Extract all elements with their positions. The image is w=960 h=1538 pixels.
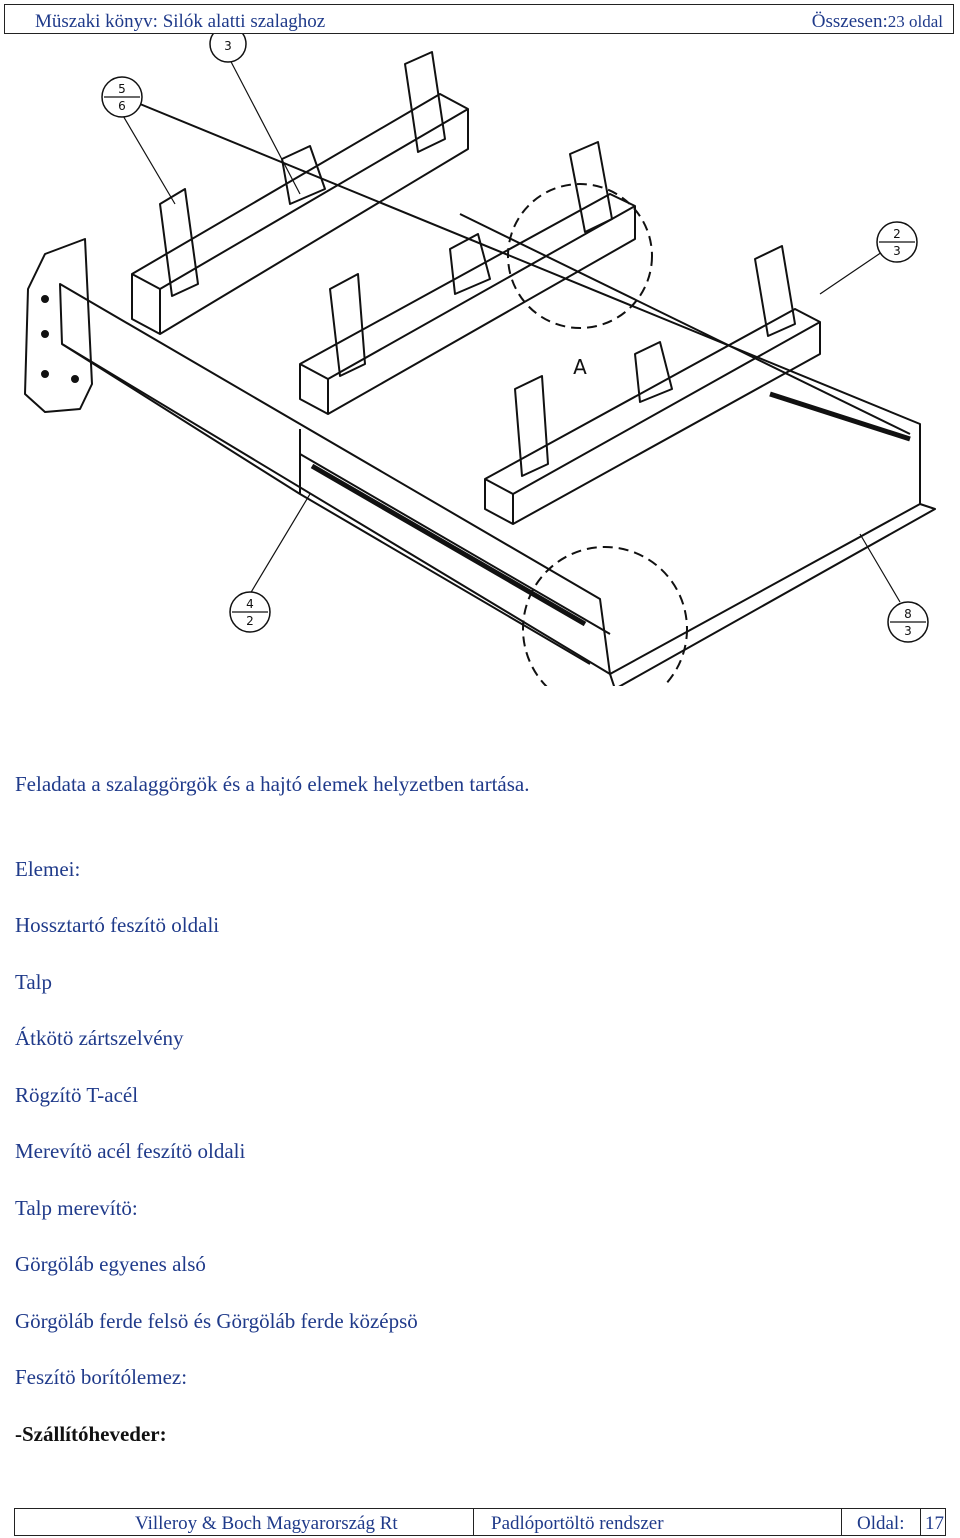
header-total-label: Összesen: — [811, 11, 888, 32]
elements-title: Elemei: — [15, 857, 81, 881]
footer-page-label: Oldal: — [857, 1513, 905, 1534]
footer-divider — [473, 1509, 474, 1535]
callout-text: 2 — [246, 614, 254, 628]
callout-text: 3 — [893, 244, 901, 258]
footer-system: Padlóportöltö rendszer — [491, 1513, 664, 1534]
callout-text: 4 — [246, 597, 254, 611]
page-footer: Villeroy & Boch Magyarország Rt Padlópor… — [14, 1508, 946, 1536]
callout-text: 5 — [118, 82, 126, 96]
cross-beam-1 — [131, 93, 469, 335]
list-item: Hossztartó feszítö oldali — [15, 913, 220, 937]
roller-bracket — [449, 233, 491, 295]
page-header: Müszaki könyv: Silók alatti szalaghoz Ös… — [4, 4, 954, 34]
callout-text: 6 — [118, 99, 126, 113]
footer-divider — [920, 1509, 921, 1535]
roller-bracket — [404, 51, 446, 153]
roller-bracket — [514, 375, 549, 477]
list-item: Görgöláb egyenes alsó — [15, 1252, 206, 1276]
callout-text: 8 — [904, 607, 912, 621]
callout-3 — [209, 34, 247, 63]
footer-divider — [841, 1509, 842, 1535]
cross-beam-3 — [484, 308, 821, 525]
list-item: Merevítö acél feszítö oldali — [15, 1139, 246, 1163]
list-item: Feszítö borítólemez: — [15, 1365, 188, 1389]
detail-circle — [507, 183, 653, 329]
roller-bracket — [754, 245, 796, 337]
roller-bracket — [329, 273, 366, 377]
footer-company: Villeroy & Boch Magyarország Rt — [135, 1513, 398, 1534]
callout-text: 2 — [893, 227, 901, 241]
main-rail-back — [139, 103, 921, 504]
detail-circle — [522, 546, 688, 686]
purpose-text: Feladata a szalaggörgök és a hajtó eleme… — [15, 772, 530, 796]
callout-text: 3 — [904, 624, 912, 638]
footer-page-number: 17 — [925, 1513, 944, 1534]
callouts — [101, 34, 929, 643]
detail-label: A — [573, 355, 587, 379]
roller-bracket — [281, 145, 326, 205]
callout-text: 3 — [224, 39, 232, 53]
list-item: Rögzítö T-acél — [15, 1083, 139, 1107]
technical-drawing: 3 5 6 2 3 4 2 8 3 A — [24, 34, 936, 686]
roller-bracket — [634, 341, 673, 403]
roller-bracket — [569, 141, 613, 233]
cross-beam-2 — [299, 193, 636, 415]
base-plate — [609, 503, 936, 686]
roller-bracket — [159, 188, 199, 297]
header-total-value: 23 oldal — [887, 12, 943, 31]
list-item: Görgöláb ferde felsö és Görgöláb ferde k… — [15, 1309, 418, 1333]
list-item-bold: -Szállítóheveder: — [15, 1422, 167, 1446]
list-item: Átkötö zártszelvény — [15, 1026, 184, 1050]
header-title: Müszaki könyv: Silók alatti szalaghoz — [35, 11, 326, 32]
mounting-plate — [24, 238, 93, 413]
header-total: Összesen:23 oldal — [812, 11, 943, 33]
list-item: Talp — [15, 970, 53, 994]
list-item: Talp merevítö: — [15, 1196, 138, 1220]
